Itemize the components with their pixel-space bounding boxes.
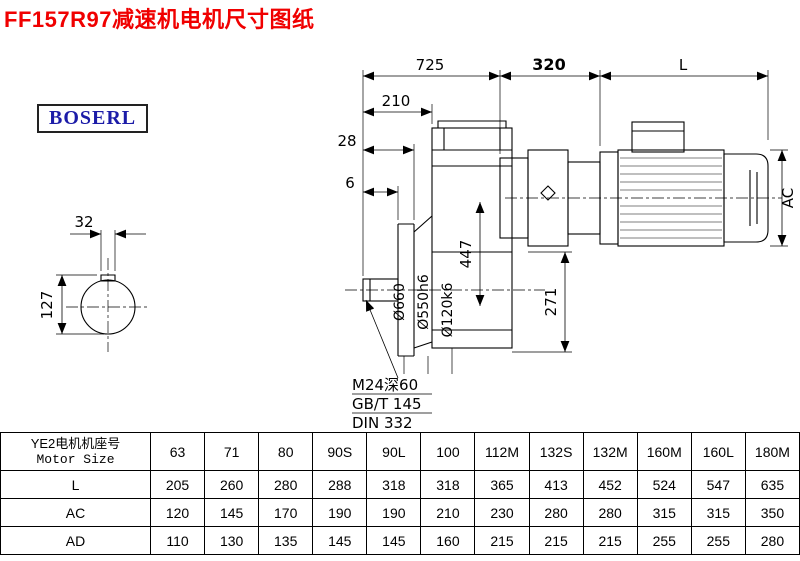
dim-271-label: 271 — [542, 288, 560, 317]
gearbox-rib-lines — [432, 149, 512, 331]
table-cell: 635 — [744, 470, 800, 499]
extension-lines-127 — [56, 274, 104, 335]
col-header: 180M — [744, 432, 800, 471]
table-cell: 170 — [258, 498, 314, 527]
brand-diamond-icon — [540, 185, 556, 201]
table-cell: 145 — [204, 498, 260, 527]
table-cell: 280 — [744, 526, 800, 555]
table-cell: 130 — [204, 526, 260, 555]
table-cell: 413 — [528, 470, 584, 499]
col-header: 71 — [204, 432, 260, 471]
flange-bell-lines — [413, 215, 433, 349]
col-header: 160L — [690, 432, 746, 471]
page-title: FF157R97减速机电机尺寸图纸 — [4, 7, 315, 32]
dim-725-label: 725 — [416, 56, 445, 74]
col-header: 112M — [474, 432, 530, 471]
dim-32-label: 32 — [74, 213, 93, 231]
table-cell: 315 — [690, 498, 746, 527]
boserl-logo: BOSERL — [37, 104, 149, 133]
table-cell: 524 — [636, 470, 692, 499]
dia-120-label: Ø120k6 — [440, 283, 456, 338]
gearbox-top-cap — [437, 120, 507, 128]
dim-210-label: 210 — [382, 92, 411, 110]
dim-127-label: 127 — [38, 291, 56, 320]
table-cell: 205 — [149, 470, 206, 499]
motor-size-label-en: Motor Size — [36, 452, 115, 467]
table-cell: 160 — [420, 526, 476, 555]
dim-28-label: 28 — [337, 132, 356, 150]
col-header: 90S — [312, 432, 368, 471]
table-cell: 315 — [636, 498, 692, 527]
col-header: 80 — [258, 432, 314, 471]
row-label: L — [0, 470, 151, 499]
table-cell: 280 — [258, 470, 314, 499]
end-view-dimensions — [56, 229, 146, 335]
table-cell: 215 — [582, 526, 638, 555]
note-m24: M24深60 — [352, 376, 418, 394]
motor-size-label-cn: YE2电机机座号 — [30, 436, 121, 451]
dim-AC-label: AC — [779, 188, 797, 208]
table-cell: 280 — [528, 498, 584, 527]
table-header-row: YE2电机机座号 Motor Size 63 71 80 90S 90L 100… — [0, 432, 800, 471]
fan-cover — [723, 153, 769, 243]
col-header: 132M — [582, 432, 638, 471]
table-cell: 145 — [312, 526, 368, 555]
keyway — [100, 274, 116, 282]
col-header: 100 — [420, 432, 476, 471]
table-cell: 215 — [528, 526, 584, 555]
dim-L-label: L — [679, 56, 688, 74]
table-cell: 280 — [582, 498, 638, 527]
note-underlines — [352, 393, 432, 414]
table-cell: 190 — [366, 498, 422, 527]
table-cell: 230 — [474, 498, 530, 527]
table-cell: 288 — [312, 470, 368, 499]
table-cell: 190 — [312, 498, 368, 527]
motor-dimensions-table: YE2电机机座号 Motor Size 63 71 80 90S 90L 100… — [0, 432, 800, 555]
table-cell: 318 — [366, 470, 422, 499]
table-row-AD: AD 110 130 135 145 145 160 215 215 215 2… — [0, 526, 800, 555]
shaft-bore-circle — [80, 279, 136, 335]
table-cell: 145 — [366, 526, 422, 555]
table-cell: 215 — [474, 526, 530, 555]
leader-m24 — [365, 299, 399, 379]
motor-side-view — [499, 121, 782, 247]
table-cell: 260 — [204, 470, 260, 499]
gearbox-cover-lines — [443, 128, 501, 150]
terminal-box — [631, 121, 685, 153]
table-cell: 318 — [420, 470, 476, 499]
col-header: 132S — [528, 432, 584, 471]
dia-550-label: Ø550h6 — [416, 274, 432, 330]
dim-320-label: 320 — [532, 55, 565, 74]
flange-end-view — [66, 258, 150, 352]
table-cell: 110 — [149, 526, 206, 555]
table-cell: 255 — [690, 526, 746, 555]
table-cell: 135 — [258, 526, 314, 555]
table-cell: 365 — [474, 470, 530, 499]
table-cell: 547 — [690, 470, 746, 499]
table-cell: 350 — [744, 498, 800, 527]
motor-fins — [620, 157, 722, 239]
table-cell: 255 — [636, 526, 692, 555]
col-header: 160M — [636, 432, 692, 471]
dim-447-label: 447 — [457, 240, 475, 269]
note-gbt145: GB/T 145 — [352, 395, 422, 413]
motor-size-header: YE2电机机座号 Motor Size — [0, 432, 151, 471]
col-header: 63 — [149, 432, 206, 471]
table-row-AC: AC 120 145 170 190 190 210 230 280 280 3… — [0, 498, 800, 527]
table-cell: 120 — [149, 498, 206, 527]
col-header: 90L — [366, 432, 422, 471]
output-flange — [397, 223, 415, 357]
dimension-annotations — [352, 70, 788, 414]
row-label: AD — [0, 526, 151, 555]
dimension-labels: 725 320 L 210 28 6 447 271 AC Ø660 Ø550h… — [38, 55, 797, 432]
note-din332: DIN 332 — [352, 414, 413, 432]
dia-660-label: Ø660 — [392, 283, 408, 321]
table-cell: 452 — [582, 470, 638, 499]
row-label: AC — [0, 498, 151, 527]
dim-6-label: 6 — [345, 174, 355, 192]
table-cell: 210 — [420, 498, 476, 527]
table-row-L: L 205 260 280 288 318 318 365 413 452 52… — [0, 470, 800, 499]
ext-diameters — [403, 348, 453, 374]
